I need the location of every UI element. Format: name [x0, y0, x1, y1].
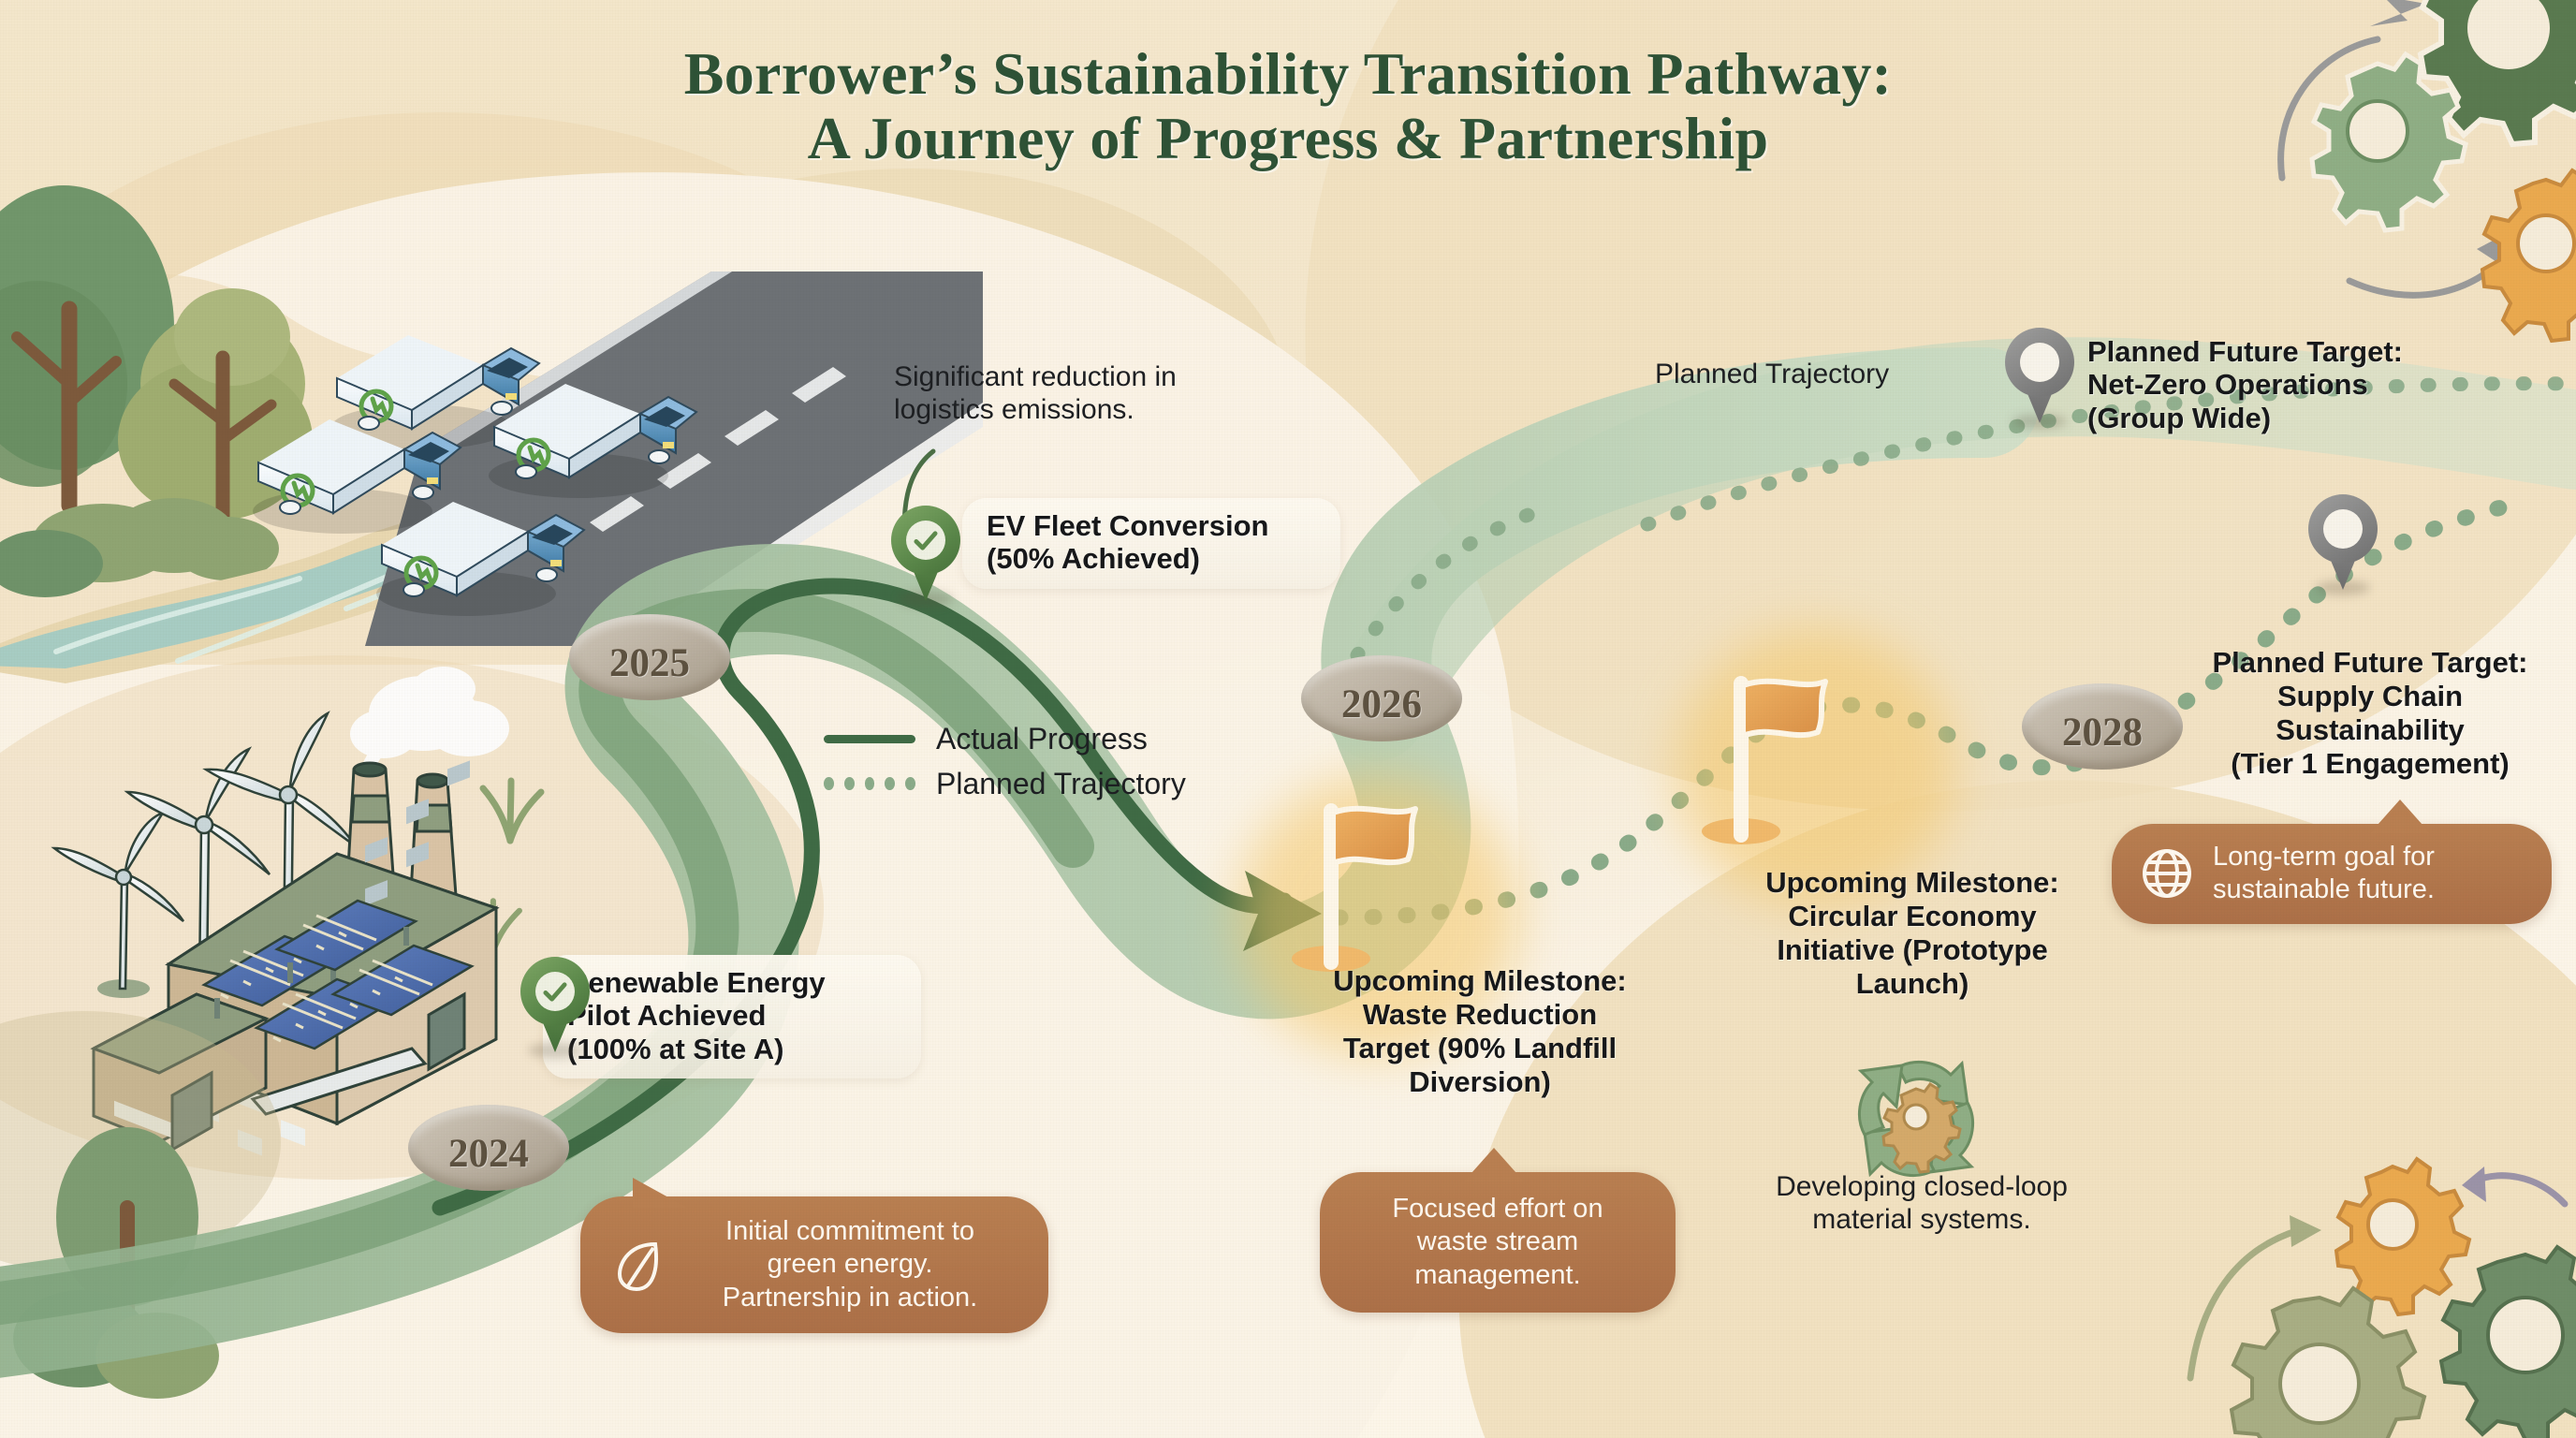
legend: Actual Progress Planned Trajectory: [824, 716, 1186, 806]
legend-label: Actual Progress: [936, 721, 1148, 756]
note-circular-economy: Developing closed-loop material systems.: [1739, 1170, 2104, 1237]
milestone-label-circular-economy[interactable]: Upcoming Milestone: Circular Economy Ini…: [1739, 866, 2086, 1001]
callout-line-3: management.: [1414, 1259, 1581, 1290]
milestone-label-supply-chain[interactable]: Planned Future Target: Supply Chain Sust…: [2174, 646, 2567, 781]
legend-item-planned-trajectory: Planned Trajectory: [824, 761, 1186, 806]
label-line-1: Renewable Energy: [567, 966, 826, 999]
check-pin-renewable-energy[interactable]: [520, 957, 590, 1058]
label-line-3: Sustainability: [2276, 712, 2465, 746]
year-label: 2024: [448, 1131, 529, 1176]
callout-line-1: Focused effort on: [1392, 1194, 1603, 1224]
label-line-2: Supply Chain: [2276, 679, 2464, 712]
callout-waste-reduction[interactable]: Focused effort on waste stream managemen…: [1320, 1148, 1676, 1313]
check-pin-ev-fleet[interactable]: [891, 506, 960, 607]
title-line-1: Borrower’s Sustainability Transition Pat…: [683, 40, 1893, 107]
recycle-gear-icon: [1857, 1060, 1975, 1178]
callout-tail-icon: [1464, 1148, 1524, 1181]
label-line-4: Diversion): [1409, 1064, 1551, 1098]
grey-pin-supply-chain[interactable]: [2308, 494, 2378, 595]
title-line-2: A Journey of Progress & Partnership: [807, 105, 1769, 172]
legend-dotted-line-swatch: [824, 777, 915, 790]
callout-line-2: sustainable future.: [2213, 874, 2435, 905]
gear-cluster-top-right: [2277, 0, 2576, 344]
callout-line-1: Initial commitment to: [725, 1216, 974, 1246]
electric-truck-fleet-on-road: [253, 271, 983, 646]
callout-line-3: Partnership in action.: [722, 1282, 978, 1313]
milestone-label-ev-fleet[interactable]: EV Fleet Conversion (50% Achieved): [962, 498, 1340, 589]
year-label: 2025: [609, 640, 690, 685]
planned-trajectory-annotation: Planned Trajectory: [1655, 359, 1890, 389]
check-icon: [914, 531, 938, 550]
label-line-2: Circular Economy: [1788, 899, 2037, 932]
note-ev-fleet: Significant reduction in logistics emiss…: [894, 360, 1240, 427]
label-line-1: Upcoming Milestone:: [1333, 964, 1627, 997]
check-icon: [543, 982, 567, 1002]
label-line-2: (50% Achieved): [987, 542, 1200, 576]
year-label: 2026: [1341, 682, 1422, 726]
callout-line-2: green energy.: [767, 1249, 933, 1280]
callout-line-2: waste stream: [1416, 1226, 1579, 1257]
callout-supply-chain[interactable]: Long-term goal for sustainable future.: [2112, 800, 2552, 924]
flag-icon-circular-economy[interactable]: [1702, 670, 1842, 848]
year-marker-2024[interactable]: 2024: [408, 1105, 575, 1210]
label-line-2: Net-Zero Operations: [2087, 368, 2368, 402]
grey-pin-net-zero[interactable]: [2005, 328, 2074, 429]
year-marker-2025[interactable]: 2025: [569, 614, 736, 719]
label-line-3: (Group Wide): [2087, 401, 2272, 434]
label-line-2: Waste Reduction: [1362, 997, 1598, 1031]
label-line-4: Launch): [1855, 966, 1969, 1000]
leaf-icon: [617, 1242, 658, 1292]
note-line-2: material systems.: [1812, 1204, 2031, 1236]
grass-tuft-icon: [479, 777, 545, 844]
globe-icon: [2143, 849, 2191, 899]
year-marker-2026[interactable]: 2026: [1301, 655, 1468, 760]
year-label: 2028: [2062, 710, 2143, 755]
year-marker-2028[interactable]: 2028: [2022, 683, 2188, 788]
milestone-label-renewable-energy[interactable]: Renewable Energy Pilot Achieved (100% at…: [543, 955, 921, 1078]
label-line-3: (100% at Site A): [567, 1032, 784, 1065]
label-line-3: Initiative (Prototype: [1777, 932, 2048, 966]
label-line-1: Planned Future Target:: [2087, 335, 2404, 368]
label-line-4: (Tier 1 Engagement): [2231, 746, 2510, 780]
callout-line-1: Long-term goal for: [2213, 842, 2435, 872]
label-line-3: Target (90% Landfill: [1342, 1031, 1617, 1064]
legend-solid-line-swatch: [824, 734, 915, 743]
callout-tail-icon: [633, 1178, 687, 1208]
legend-item-actual-progress: Actual Progress: [824, 716, 1186, 761]
flag-glow-circular: [1676, 627, 1956, 908]
note-line-1: Significant reduction in: [894, 361, 1177, 392]
note-line-1: Developing closed-loop: [1776, 1171, 2068, 1202]
gear-cluster-bottom-right: [2187, 1156, 2576, 1438]
page-title: Borrower’s Sustainability Transition Pat…: [0, 41, 2576, 170]
label-line-1: Planned Future Target:: [2212, 646, 2528, 679]
factory-with-solar-panels-and-wind-turbines: [51, 667, 509, 1156]
legend-label: Planned Trajectory: [936, 766, 1186, 800]
note-line-2: logistics emissions.: [894, 394, 1134, 426]
callout-tail-icon: [2370, 800, 2430, 833]
label-line-1: Upcoming Milestone:: [1765, 866, 2059, 899]
milestone-label-waste-reduction[interactable]: Upcoming Milestone: Waste Reduction Targ…: [1307, 964, 1653, 1099]
milestone-label-net-zero[interactable]: Planned Future Target: Net-Zero Operatio…: [2087, 335, 2518, 434]
label-line-1: EV Fleet Conversion: [987, 509, 1269, 542]
label-line-2: Pilot Achieved: [567, 999, 767, 1033]
flag-icon-waste-reduction[interactable]: [1292, 798, 1432, 976]
callout-renewable-energy[interactable]: Initial commitment to green energy. Part…: [580, 1178, 1048, 1334]
